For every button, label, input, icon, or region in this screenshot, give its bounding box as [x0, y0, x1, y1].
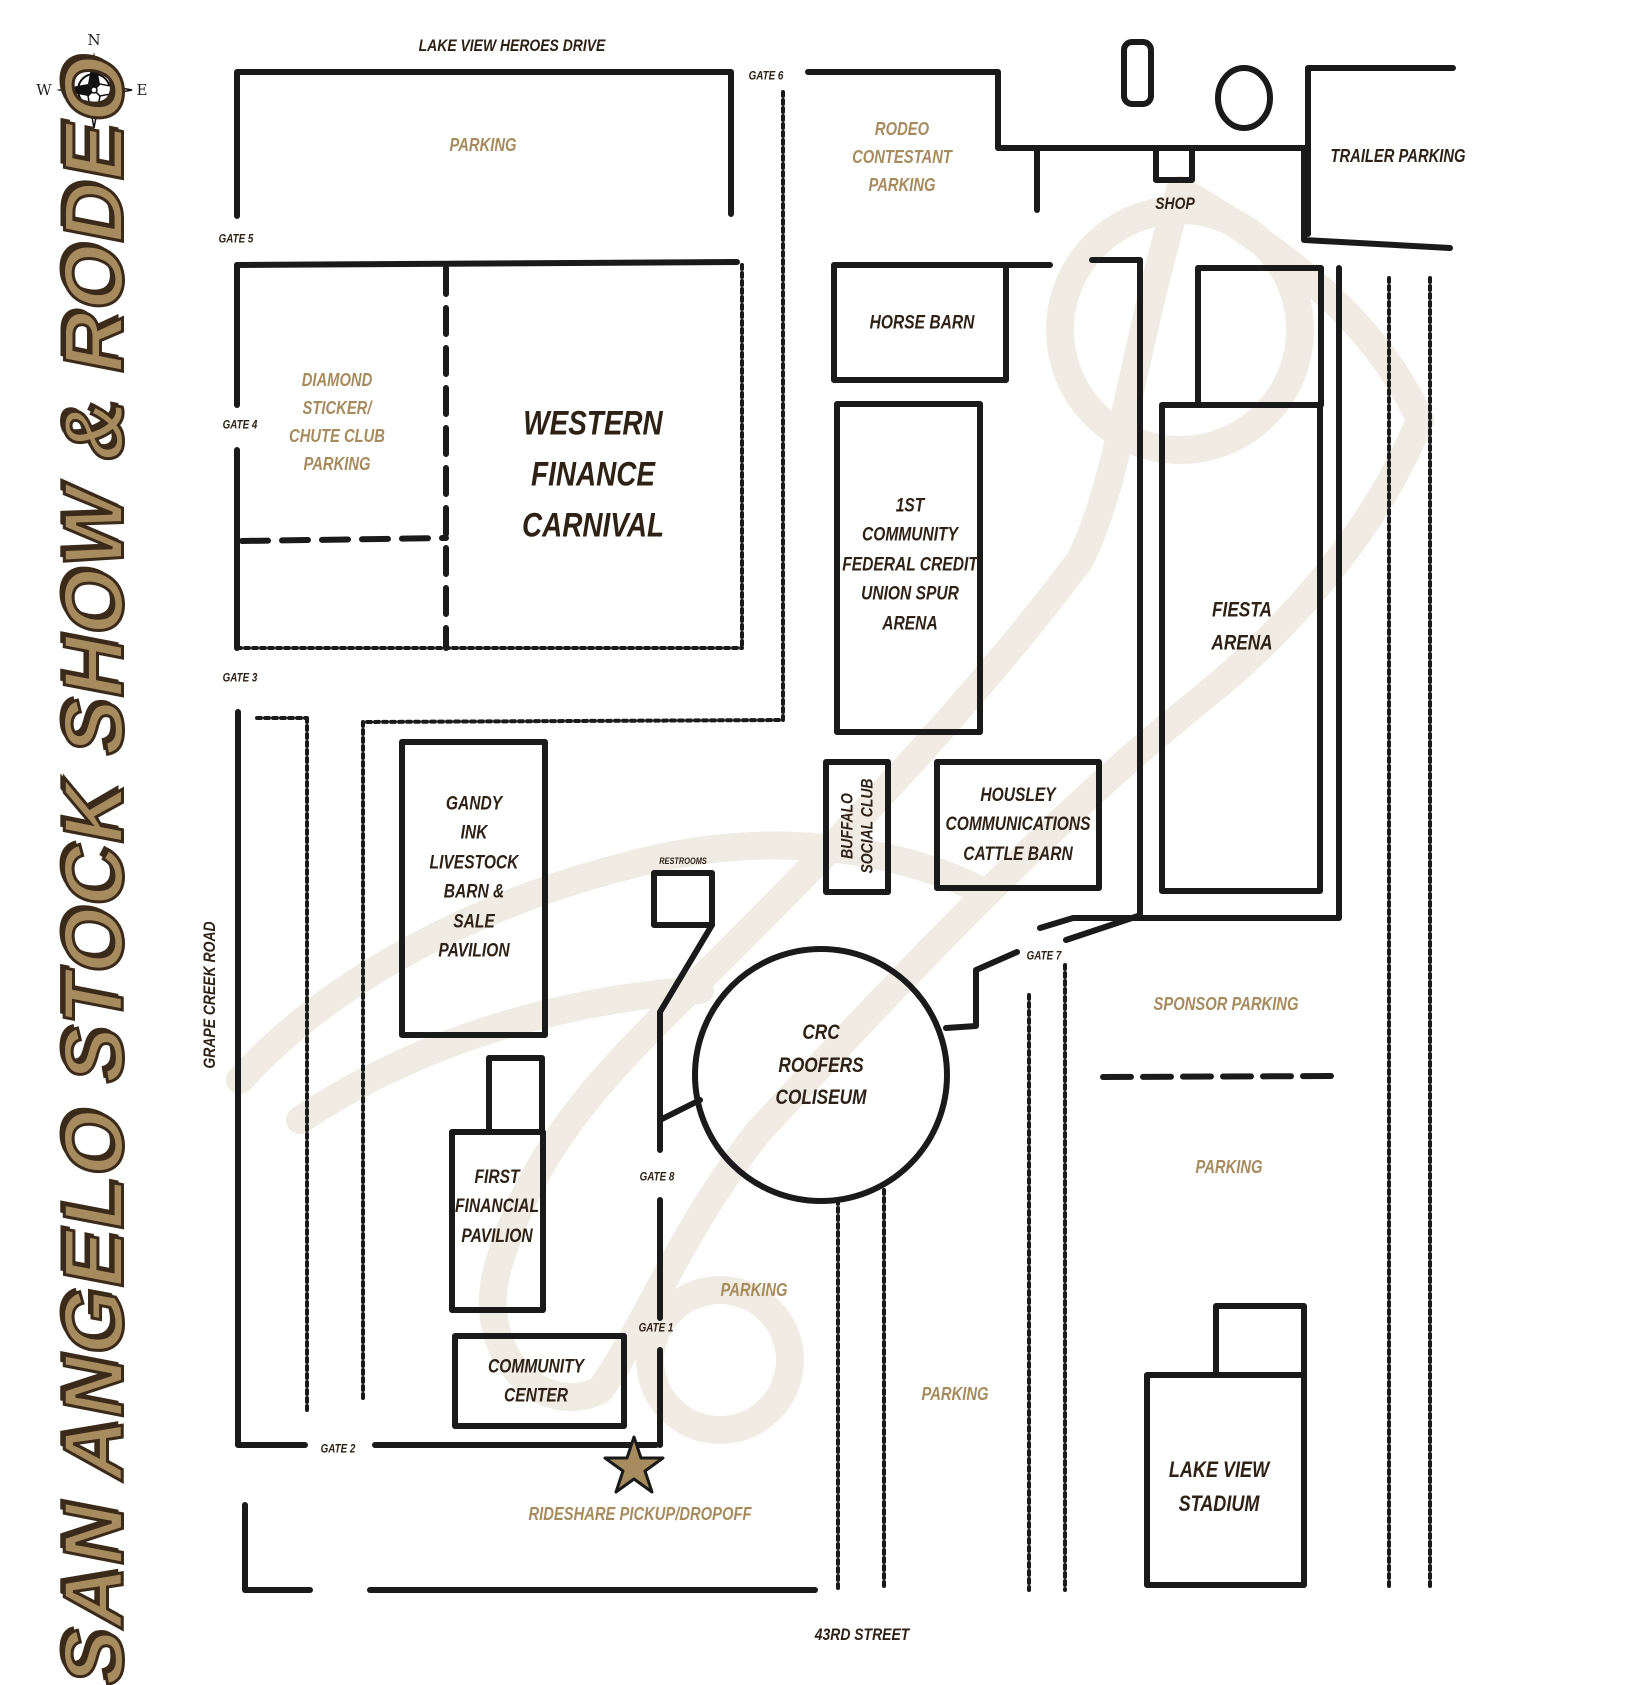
gandy-ink-barn: GANDY INK LIVESTOCK BARN & SALE PAVILION	[429, 793, 519, 962]
restrooms: RESTROOMS	[659, 856, 707, 867]
compass-north: N	[87, 31, 101, 49]
gate-8: GATE 8	[639, 1169, 675, 1184]
crc-roofers-coliseum: CRC ROOFERS COLISEUM	[775, 1021, 867, 1110]
gate-3: GATE 3	[222, 670, 258, 685]
shop: SHOP	[1155, 193, 1195, 213]
parking-center: PARKING	[720, 1280, 788, 1301]
compass-rose-icon	[56, 52, 133, 129]
parking-diamond-sticker: DIAMOND STICKER/ CHUTE CLUB PARKING	[289, 370, 385, 474]
gate-1: GATE 1	[638, 1320, 674, 1335]
gate-2: GATE 2	[320, 1441, 356, 1456]
compass-south: S	[88, 131, 100, 149]
gate-7: GATE 7	[1026, 948, 1062, 963]
parking-rodeo-contestant: RODEO CONTESTANT PARKING	[852, 119, 952, 195]
venue-map	[56, 39, 1456, 1593]
parking-sponsor: SPONSOR PARKING	[1153, 994, 1299, 1015]
parking-south: PARKING	[921, 1384, 989, 1405]
road-west: GRAPE CREEK ROAD	[199, 921, 219, 1069]
road-south: 43RD STREET	[814, 1624, 910, 1644]
spur-arena: 1ST COMMUNITY FEDERAL CREDIT UNION SPUR …	[842, 495, 978, 635]
horse-barn: HORSE BARN	[869, 312, 975, 334]
gate-5: GATE 5	[218, 231, 254, 246]
star-icon	[603, 1435, 665, 1494]
buffalo-social-club: BUFFALO SOCIAL CLUB	[837, 778, 877, 874]
fiesta-arena: FIESTA ARENA	[1211, 598, 1273, 654]
gate-4: GATE 4	[222, 417, 258, 432]
parking-north: PARKING	[449, 135, 517, 156]
lake-view-stadium: LAKE VIEW STADIUM	[1168, 1456, 1270, 1516]
road-north: LAKE VIEW HEROES DRIVE	[418, 35, 606, 55]
parking-east: PARKING	[1195, 1157, 1263, 1178]
community-center: COMMUNITY CENTER	[487, 1356, 585, 1407]
gate-6: GATE 6	[748, 68, 784, 83]
page-title: SAN ANGELO STOCK SHOW & RODEO	[45, 53, 142, 1685]
compass-west: W	[36, 81, 52, 99]
parking-trailer: TRAILER PARKING	[1330, 146, 1466, 167]
western-finance-carnival: WESTERN FINANCE CARNIVAL	[522, 404, 664, 545]
map-outlines	[234, 39, 1456, 1593]
first-financial-pavilion: FIRST FINANCIAL PAVILION	[455, 1166, 539, 1247]
compass-east: E	[136, 81, 148, 99]
watermark-logo	[226, 176, 1434, 1444]
rideshare-label: RIDESHARE PICKUP/DROPOFF	[528, 1504, 752, 1525]
housley-cattle-barn: HOUSLEY COMMUNICATIONS CATTLE BARN	[945, 784, 1091, 865]
